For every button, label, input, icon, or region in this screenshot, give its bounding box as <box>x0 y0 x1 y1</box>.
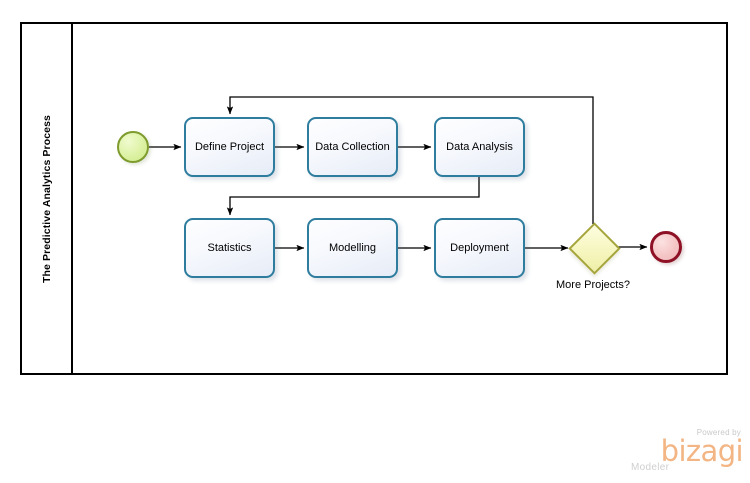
start-event[interactable] <box>117 131 149 163</box>
lane-header-label: The Predictive Analytics Process <box>40 114 53 283</box>
task-statistics[interactable]: Statistics <box>184 218 275 278</box>
task-label: Deployment <box>450 241 509 254</box>
end-event[interactable] <box>650 231 682 263</box>
task-deployment[interactable]: Deployment <box>434 218 525 278</box>
gateway-label: More Projects? <box>556 279 630 291</box>
lane-header: The Predictive Analytics Process <box>22 24 73 373</box>
task-label: Data Analysis <box>446 140 513 153</box>
task-label: Statistics <box>207 241 252 254</box>
powered-by-label: Powered by <box>696 428 741 437</box>
task-label: Define Project <box>194 140 265 153</box>
exclusive-gateway[interactable]: More Projects? <box>556 222 630 291</box>
lane-body <box>73 24 726 373</box>
gateway-diamond-icon <box>568 222 621 275</box>
pool: The Predictive Analytics Process <box>20 22 728 375</box>
task-label: Data Collection <box>315 140 390 153</box>
bizagi-wordmark: bizagi <box>660 434 744 468</box>
task-modelling[interactable]: Modelling <box>307 218 398 278</box>
task-data-collection[interactable]: Data Collection <box>307 117 398 177</box>
bizagi-logo: Powered by bizagi Modeler <box>625 428 744 478</box>
task-label: Modelling <box>328 241 377 254</box>
bizagi-edition-label: Modeler <box>631 462 670 473</box>
task-data-analysis[interactable]: Data Analysis <box>434 117 525 177</box>
task-define-project[interactable]: Define Project <box>184 117 275 177</box>
